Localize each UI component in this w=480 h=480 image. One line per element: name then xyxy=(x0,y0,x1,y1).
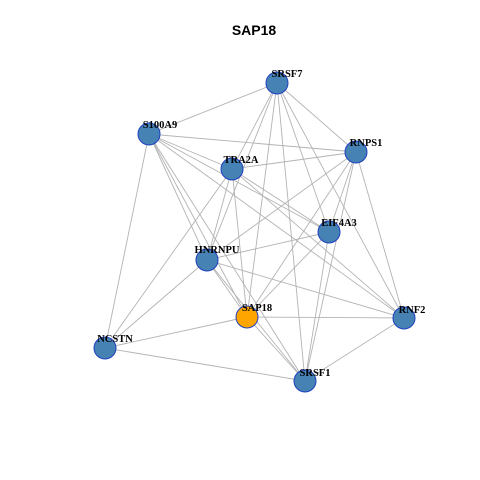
edge-s100a9-tra2a xyxy=(148,133,233,170)
edge-rnps1-eif4a3 xyxy=(328,151,357,233)
node-label-hnrnpu: HNRNPU xyxy=(195,245,240,256)
edge-eif4a3-hnrnpu xyxy=(206,231,330,261)
edge-s100a9-srsf1 xyxy=(148,133,306,382)
node-rnps1 xyxy=(344,140,368,164)
edge-eif4a3-srsf1 xyxy=(304,231,330,382)
edge-srsf7-rnps1 xyxy=(276,82,357,153)
node-ncstn xyxy=(93,336,117,360)
node-hnrnpu xyxy=(195,248,219,272)
edge-hnrnpu-ncstn xyxy=(104,259,208,349)
edge-rnps1-hnrnpu xyxy=(206,151,357,261)
edge-hnrnpu-sap18 xyxy=(206,259,248,318)
edge-s100a9-ncstn xyxy=(104,133,150,349)
edge-eif4a3-sap18 xyxy=(246,231,330,318)
edge-tra2a-hnrnpu xyxy=(206,168,233,261)
edge-rnps1-sap18 xyxy=(246,151,357,318)
edge-rnps1-rnf2 xyxy=(355,151,405,319)
graph-title: SAP18 xyxy=(232,22,277,38)
node-label-eif4a3: EIF4A3 xyxy=(321,218,357,229)
node-srsf1 xyxy=(293,369,317,393)
edge-sap18-srsf1 xyxy=(246,316,306,382)
edge-rnps1-tra2a xyxy=(231,151,357,170)
node-label-tra2a: TRA2A xyxy=(223,155,258,166)
node-label-srsf7: SRSF7 xyxy=(272,69,303,80)
edge-tra2a-ncstn xyxy=(104,168,233,349)
edge-srsf7-sap18 xyxy=(246,82,278,318)
edge-sap18-ncstn xyxy=(104,316,248,349)
edge-srsf7-s100a9 xyxy=(148,82,278,135)
node-label-rnf2: RNF2 xyxy=(399,305,426,316)
edge-ncstn-srsf1 xyxy=(104,347,306,382)
node-sap18 xyxy=(235,305,259,329)
node-tra2a xyxy=(220,157,244,181)
node-label-rnps1: RNPS1 xyxy=(350,138,383,149)
node-label-s100a9: S100A9 xyxy=(143,120,177,131)
node-label-sap18: SAP18 xyxy=(242,303,272,314)
edge-hnrnpu-rnf2 xyxy=(206,259,405,319)
edge-sap18-rnf2 xyxy=(246,316,405,319)
node-srsf7 xyxy=(265,71,289,95)
edge-srsf7-rnf2 xyxy=(276,82,405,319)
edge-s100a9-hnrnpu xyxy=(148,133,208,261)
edge-rnf2-srsf1 xyxy=(304,317,405,382)
node-label-srsf1: SRSF1 xyxy=(300,368,331,379)
edge-srsf7-eif4a3 xyxy=(276,82,330,233)
node-rnf2 xyxy=(392,306,416,330)
edge-s100a9-rnf2 xyxy=(148,133,405,319)
nodes-layer xyxy=(93,71,416,393)
edge-srsf7-tra2a xyxy=(231,82,278,170)
edge-s100a9-eif4a3 xyxy=(148,133,330,233)
node-eif4a3 xyxy=(317,220,341,244)
edge-s100a9-sap18 xyxy=(148,133,248,318)
edge-s100a9-rnps1 xyxy=(148,133,357,153)
edge-rnps1-srsf1 xyxy=(304,151,357,382)
node-label-ncstn: NCSTN xyxy=(97,334,133,345)
node-s100a9 xyxy=(137,122,161,146)
edge-srsf7-srsf1 xyxy=(276,82,306,382)
edges-layer xyxy=(104,82,405,382)
edge-tra2a-eif4a3 xyxy=(231,168,330,233)
edge-tra2a-sap18 xyxy=(231,168,248,318)
